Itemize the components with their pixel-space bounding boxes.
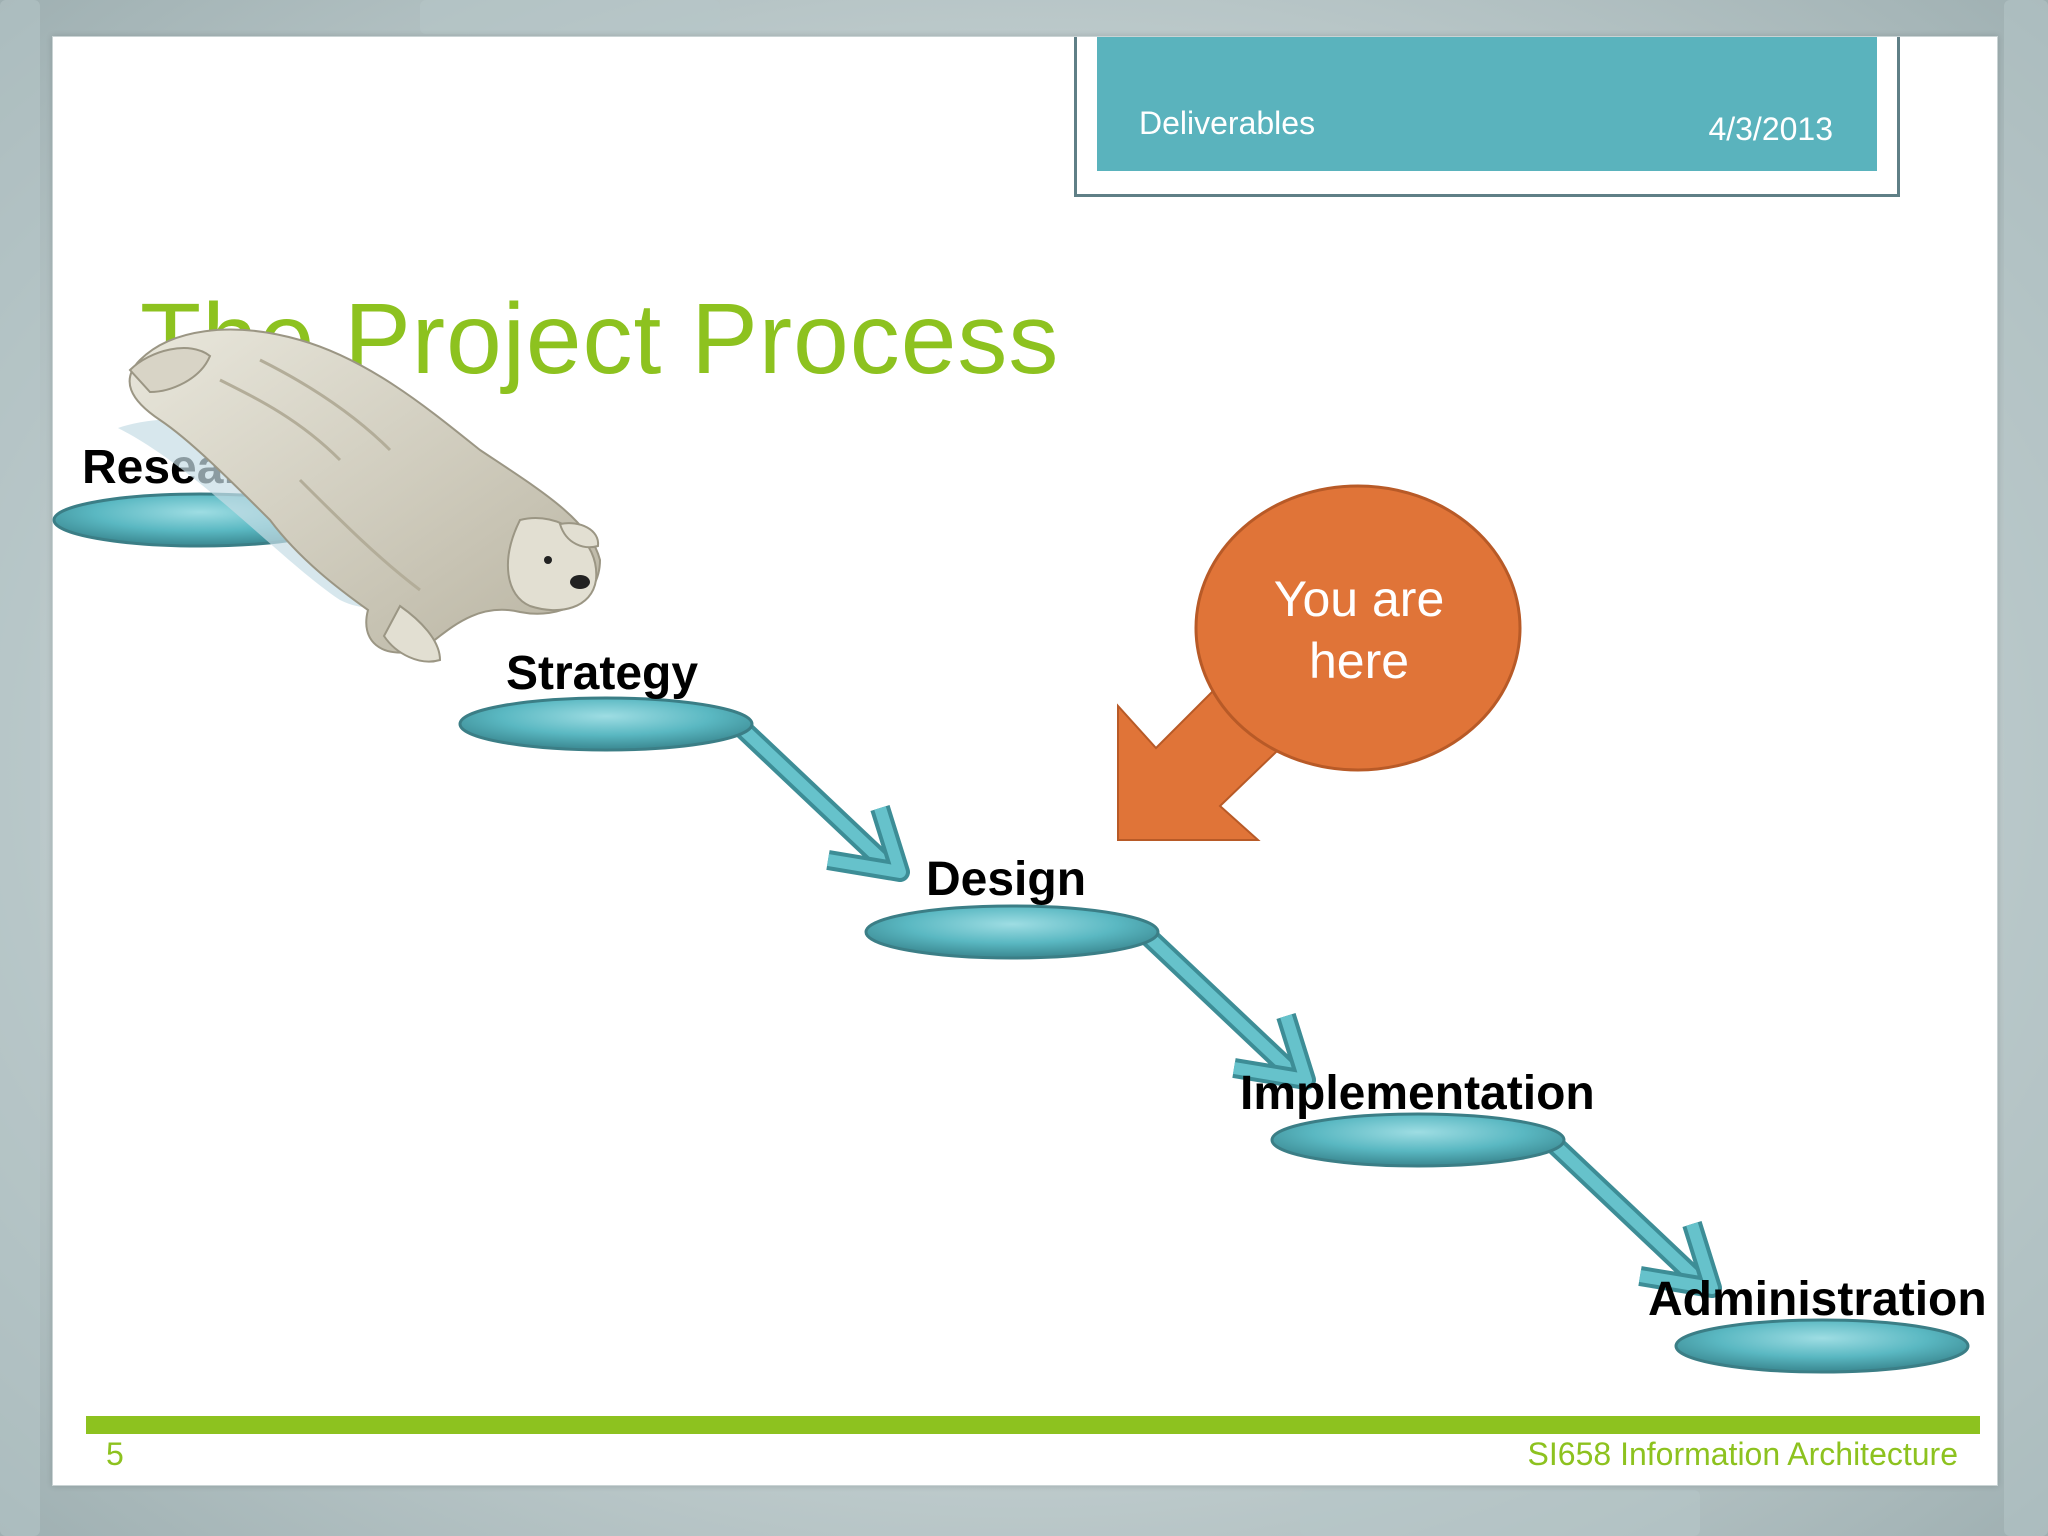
step-disc-strategy <box>458 696 754 752</box>
footer-course-name: SI658 Information Architecture <box>1527 1436 1958 1472</box>
callout-text: You are here <box>1196 568 1522 692</box>
arrow-implementation-to-administration <box>1546 1136 1722 1298</box>
callout-line-2: here <box>1308 633 1410 689</box>
header-label: Deliverables <box>1139 105 1316 141</box>
footer-bar <box>86 1416 1980 1434</box>
step-disc-administration <box>1674 1318 1970 1374</box>
step-disc-implementation <box>1270 1112 1566 1168</box>
step-label-design: Design <box>926 853 1087 906</box>
step-label-administration: Administration <box>1648 1273 1987 1326</box>
header-band: Deliverables 4/3/2013 <box>1097 37 1877 171</box>
callout-line-1: You are <box>1273 571 1445 627</box>
step-disc-design <box>864 904 1160 960</box>
header-box: Deliverables 4/3/2013 <box>1074 37 1900 197</box>
you-are-here-callout <box>1117 484 1522 841</box>
step-label-strategy: Strategy <box>506 647 699 700</box>
arrow-design-to-implementation <box>1140 928 1316 1090</box>
step-label-implementation: Implementation <box>1240 1067 1595 1120</box>
header-date: 4/3/2013 <box>1708 111 1833 147</box>
slide-number: 5 <box>106 1436 124 1472</box>
arrow-strategy-to-design <box>734 720 910 882</box>
